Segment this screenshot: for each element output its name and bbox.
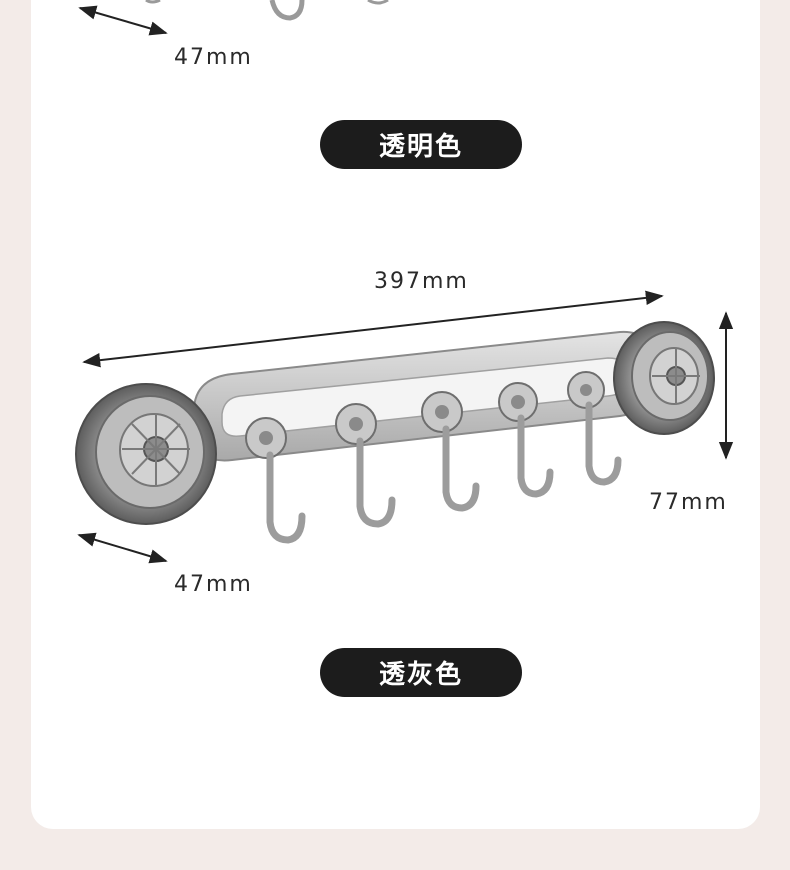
bottom-depth-label: 47mm — [174, 572, 253, 597]
hook — [421, 391, 480, 512]
length-label: 397mm — [374, 269, 469, 294]
length-arrow — [82, 290, 664, 368]
right-suction-cup — [613, 321, 715, 435]
top-product-fragment — [145, 0, 389, 21]
hook — [335, 403, 396, 528]
top-depth-arrow — [78, 5, 168, 36]
color-variant-pill-gray: 透灰色 — [320, 648, 522, 697]
color-variant-pill-clear: 透明色 — [320, 120, 522, 169]
hook — [498, 382, 554, 498]
hook — [567, 371, 622, 486]
height-label: 77mm — [649, 490, 728, 515]
top-depth-label: 47mm — [174, 45, 253, 70]
bottom-depth-arrow — [77, 532, 168, 564]
hook — [245, 417, 306, 544]
left-suction-cup — [75, 383, 217, 525]
